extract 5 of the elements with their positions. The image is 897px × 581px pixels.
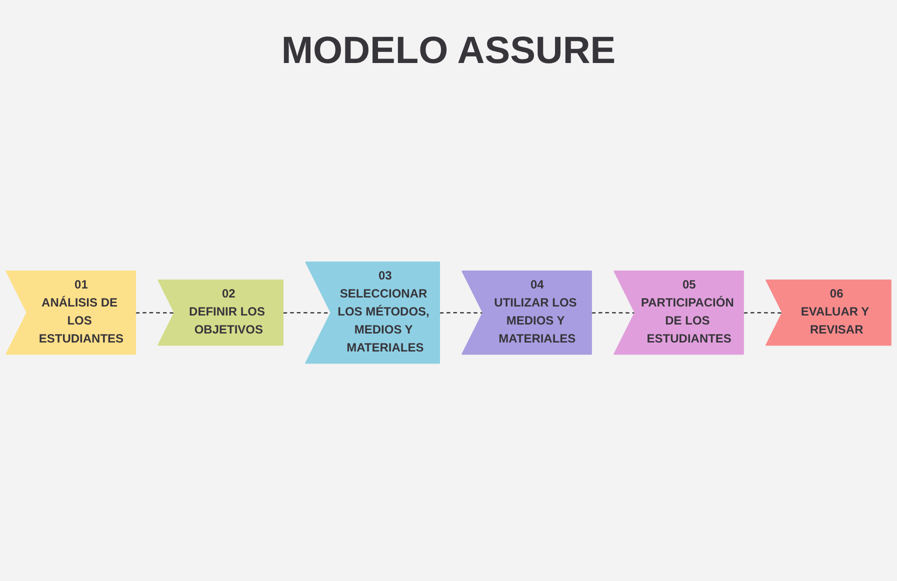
- connector: [744, 312, 783, 314]
- diagram-title: MODELO ASSURE: [280, 30, 617, 73]
- connector: [440, 312, 484, 314]
- connector: [136, 312, 175, 314]
- connector: [592, 312, 636, 314]
